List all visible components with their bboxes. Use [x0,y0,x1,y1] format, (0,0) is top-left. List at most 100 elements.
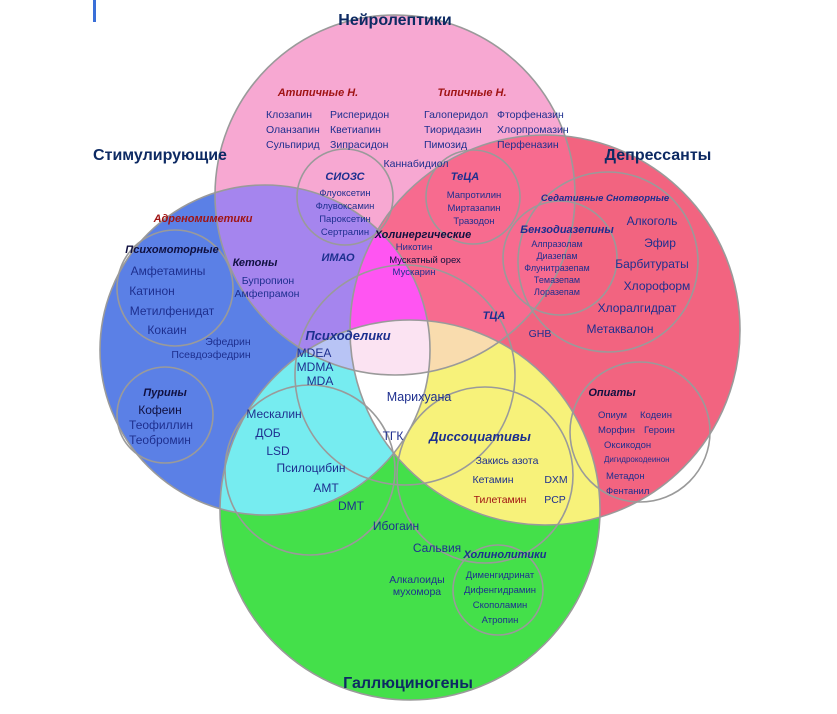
drug-item: Хлорпромазин [497,124,569,136]
drug-item: Алкоголь [627,214,678,228]
drug-item: Хлоралгидрат [598,301,677,315]
group-outlines [99,14,741,701]
list-cholinergic: Никотин Мускатный орех Мускарин [389,242,461,278]
drug-item: Пимозид [424,139,467,151]
drug-item: Амфепрамон [235,288,300,300]
category-stimulants: Стимулирующие [93,147,227,164]
group-ketones: Кетоны [233,257,278,269]
drug-item: MDEA [297,346,332,360]
drug-item: Темазепам [534,275,580,285]
drug-item: Пароксетин [319,214,371,225]
drug-item: Тразодон [453,216,494,227]
list-hallucinogens: Мескалин ДОБ LSD Псилоцибин АМТ DMT [246,407,364,513]
drug-item: Рисперидон [330,109,389,121]
drug-item: Кодеин [640,410,672,421]
drug-item: PCP [544,494,566,506]
group-cholinergic: Холинергические [374,229,471,241]
drug-item: Мапротилин [447,190,502,201]
drug-ghb: GHB [529,328,552,340]
drug-item: Оксикодон [604,440,651,451]
drug-item: Диазепам [536,251,577,261]
group-purines: Пурины [143,387,187,399]
list-anticholinergics: Дименгидринат Дифенгидрамин Скополамин А… [464,570,536,626]
list-atypical: Клозапин Рисперидон Оланзапин Кветиапин … [266,109,389,151]
group-psychedelics: Психоделики [305,328,390,343]
drug-item: MDMA [297,360,334,374]
group-tca: ТЦА [483,310,506,322]
list-dissociatives: Закись азота Кетамин DXM Тилетамин PCP [472,455,567,506]
drug-item: Метадон [606,471,645,482]
drug-item: Кветиапин [330,124,381,136]
list-teca: Мапротилин Миртазапин Тразодон [447,190,502,227]
drug-item: Атропин [482,615,519,626]
drug-item: DMT [338,499,365,513]
drug-item: Амфетамины [131,264,206,278]
drug-item: Фентанил [606,486,649,497]
drug-item: Мускарин [393,267,436,278]
category-neuroleptics: Нейролептики [338,12,451,29]
drug-item: Псилоцибин [277,461,346,475]
category-hallucinogens: Галлюциногены [343,675,473,692]
drug-item: Опиум [598,410,627,421]
list-sedatives: Алкоголь Эфир Барбитураты Хлороформ Хлор… [586,214,690,336]
group-anticholinergics: Холинолитики [463,549,547,561]
group-typical: Типичные Н. [437,87,506,99]
drug-item: Метаквалон [586,322,653,336]
drug-item: Барбитураты [615,257,689,271]
group-atypical: Атипичные Н. [277,87,359,99]
list-ssri: Флуоксетин Флувоксамин Пароксетин Сертра… [316,188,375,238]
drug-item: Алпразолам [531,239,582,249]
drug-item: DXM [544,474,567,486]
drug-item: LSD [266,444,290,458]
drug-item: Морфин [598,425,635,436]
drug-item: Тилетамин [474,494,527,506]
drug-item: Теофиллин [129,418,193,432]
group-teca: ТеЦА [451,171,479,183]
drug-item: Миртазапин [447,203,500,214]
drug-item: Эфир [644,236,676,250]
drug-item: Мускатный орех [389,255,461,266]
drug-item: Сертралин [321,227,369,238]
group-adrenomimetics: Адреномиметики [153,213,253,225]
drug-item: АМТ [313,481,339,495]
drug-item: Эфедрин [205,336,251,348]
category-depressants: Депрессанты [605,147,712,164]
list-purines: Кофеин Теофиллин Теобромин [129,403,193,447]
drug-item: Флунитразепам [524,263,589,273]
drug-item: ДОБ [255,426,280,440]
drug-item: Скополамин [473,600,528,611]
drug-ibogaine: Ибогаин [373,519,419,533]
group-benzodiazepines: Бензодиазепины [520,224,614,236]
decor-bar [93,0,96,22]
drug-item: Псевдоэфедрин [171,349,251,361]
list-ketones: Бупропион Амфепрамон [235,275,300,300]
drug-item: Тиоридазин [424,124,482,136]
drug-item: Дигидрокодеинон [604,455,670,464]
group-ssri: СИОЗС [325,171,365,183]
drug-item: мухомора [393,586,441,598]
drug-item: Галоперидол [424,109,488,121]
drug-item: Метилфенидат [130,304,215,318]
group-opiates: Опиаты [588,387,636,399]
drug-item: Клозапин [266,109,312,121]
drug-item: Катинон [129,284,175,298]
drug-item: Зипрасидон [330,139,389,151]
drug-item: Перфеназин [497,139,559,151]
list-psychomotor: Амфетамины Катинон Метилфенидат Кокаин [129,264,214,337]
group-dissociatives: Диссоциативы [428,429,531,444]
drug-cannabidiol: Каннабидиол [384,158,449,170]
drug-item: Фторфеназин [497,109,564,121]
drug-item: Кетамин [472,474,513,486]
drug-item: Бупропион [242,275,295,287]
drug-item: Никотин [396,242,432,253]
list-benzodiazepines: Алпразолам Диазепам Флунитразепам Темазе… [524,239,589,297]
drug-item: Сульпирид [266,139,320,151]
drug-marijuana: Марихуана [387,390,452,404]
drug-item: Дифенгидрамин [464,585,536,596]
drug-item: Мескалин [246,407,301,421]
drug-item: Оланзапин [266,124,320,136]
drug-item: Хлороформ [624,279,691,293]
drug-thc: ТГК [383,429,404,443]
